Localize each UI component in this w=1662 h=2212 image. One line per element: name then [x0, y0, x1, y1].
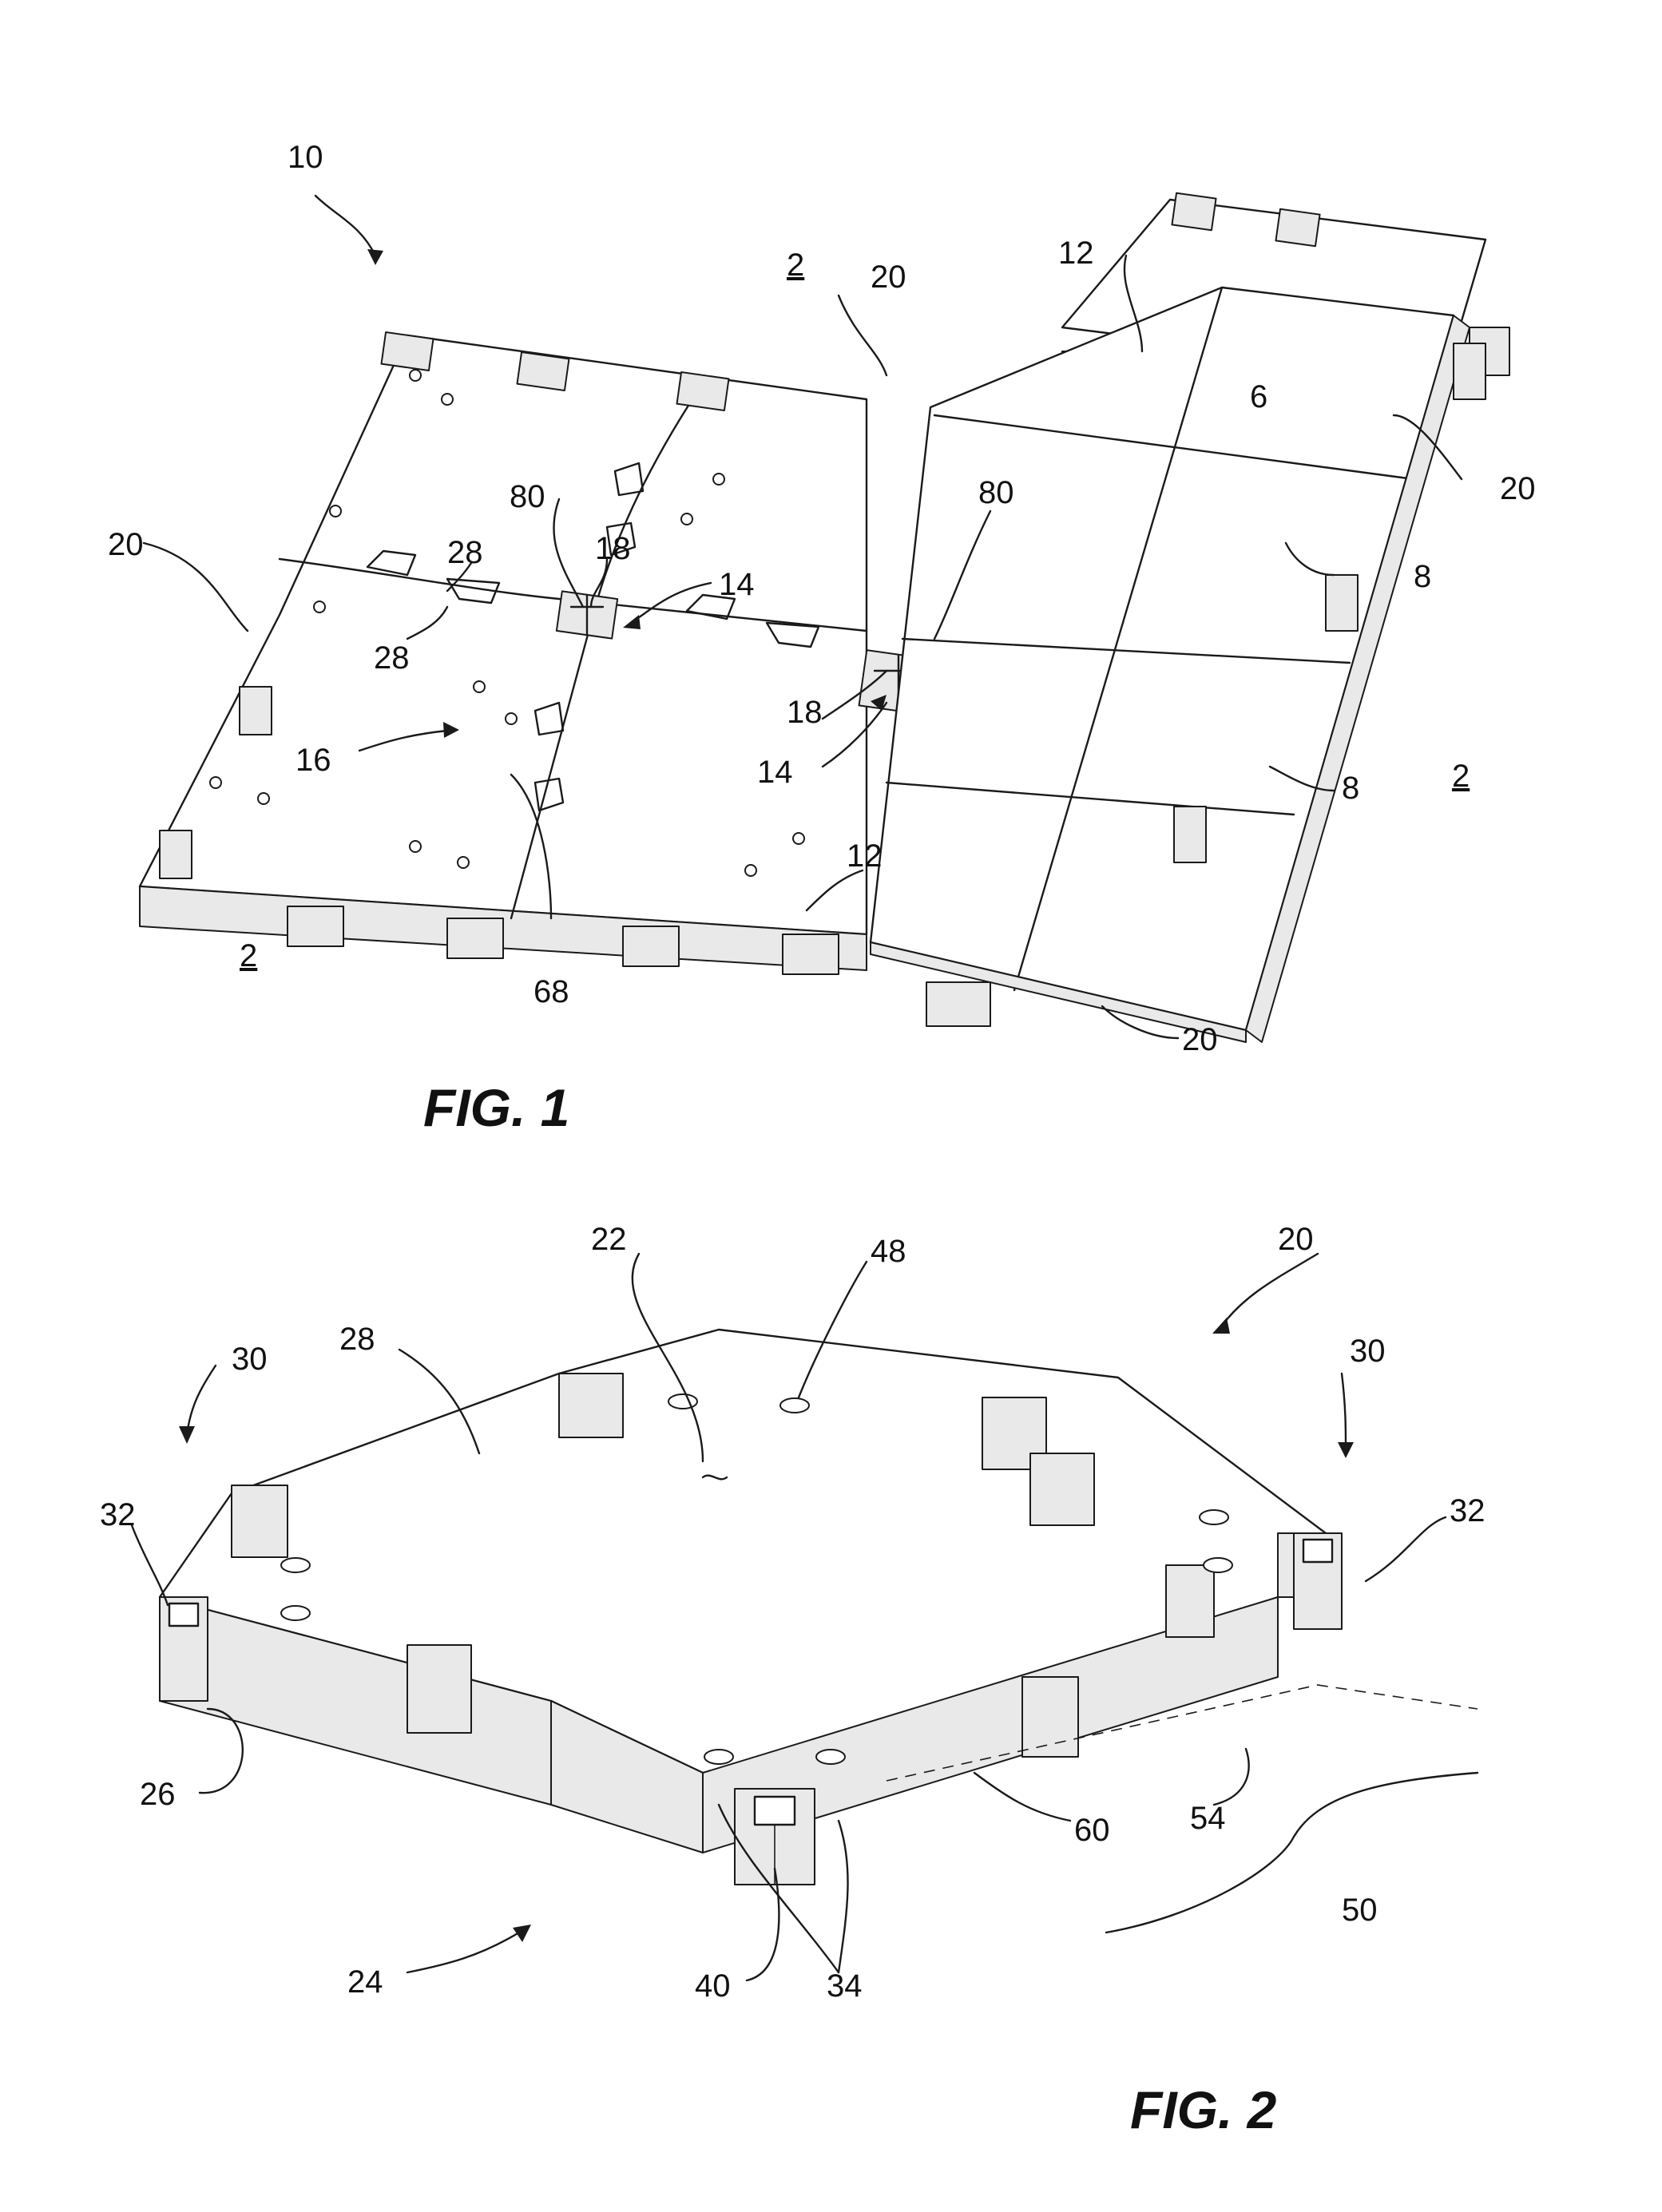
fig1-ref: 10 — [288, 140, 323, 175]
fig2-ref: 54 — [1190, 1801, 1226, 1836]
fig1-ref: 14 — [757, 755, 793, 790]
fig2-ref: 50 — [1342, 1893, 1378, 1928]
fig1-ref: 2 — [787, 248, 804, 283]
fig1-ref: 20 — [1500, 471, 1536, 506]
fig1-ref: 12 — [1058, 236, 1094, 271]
fig1-ref: 20 — [1182, 1022, 1218, 1057]
fig2-ref: 32 — [1450, 1493, 1485, 1528]
fig1-ref: 8 — [1342, 771, 1359, 806]
fig1-ref: 18 — [787, 695, 823, 730]
fig1-ref: 28 — [447, 535, 483, 570]
fig1-tile-assembly-drawing: 10 2 20 12 6 20 80 28 18 14 28 80 20 8 1… — [108, 140, 1536, 1057]
fig2-ref: 32 — [100, 1497, 136, 1532]
fig2-ref: 30 — [232, 1342, 268, 1377]
figure-2: 22 48 20 28 30 30 32 32 26 60 54 50 24 4… — [100, 1222, 1485, 2139]
fig1-ref: 14 — [719, 567, 755, 602]
fig1-ref: 68 — [534, 974, 569, 1009]
fig2-ref: 24 — [347, 1964, 383, 2000]
fig2-ref: 40 — [695, 1968, 731, 2004]
figure-1: 10 2 20 12 6 20 80 28 18 14 28 80 20 8 1… — [108, 140, 1536, 1137]
fig2-ref: 48 — [871, 1234, 906, 1269]
fig1-ref: 8 — [1414, 559, 1431, 594]
fig1-ref: 18 — [595, 531, 631, 566]
fig1-ref: 20 — [108, 527, 144, 562]
fig2-ref: 26 — [140, 1777, 176, 1812]
fig1-ref: 28 — [374, 640, 410, 676]
fig1-ref: 2 — [240, 938, 257, 973]
fig1-connector-center — [557, 591, 617, 638]
fig1-ref: 16 — [296, 743, 331, 778]
fig2-ref: 34 — [827, 1968, 863, 2004]
fig2-caption: FIG. 2 — [1130, 2080, 1277, 2139]
fig1-ref: 20 — [871, 260, 906, 295]
fig1-base-plane — [140, 335, 867, 934]
fig1-ref: 80 — [978, 475, 1014, 510]
fig1-ref: 12 — [847, 838, 883, 874]
fig2-tile-drawing: 22 48 20 28 30 30 32 32 26 60 54 50 24 4… — [100, 1222, 1485, 2004]
fig1-caption: FIG. 1 — [423, 1078, 569, 1137]
fig2-ref: 22 — [591, 1222, 627, 1257]
fig2-ref: 30 — [1350, 1334, 1386, 1369]
fig2-ref: 60 — [1074, 1813, 1110, 1848]
fig2-ref: 28 — [339, 1322, 375, 1357]
fig1-ref: 6 — [1250, 379, 1267, 414]
fig1-ref: 80 — [510, 479, 545, 514]
fig2-ref: 20 — [1278, 1222, 1314, 1257]
fig1-ref: 2 — [1452, 759, 1470, 794]
